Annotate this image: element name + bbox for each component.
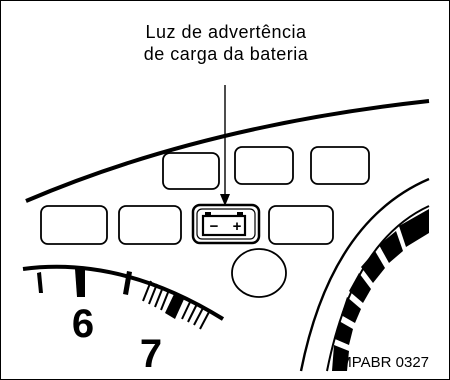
tachometer-ticks [37,269,210,330]
figure-code: MPABR 0327 [339,354,429,371]
battery-warning-icon: − + [201,212,247,237]
indicator-lamp-box [40,205,108,245]
tachometer-number-6: 6 [72,302,94,346]
battery-minus-sign: − [210,218,219,235]
round-indicator-lamp [231,248,287,298]
tachometer-number-7: 7 [140,332,162,376]
indicator-lamp-box [234,146,294,185]
callout-label: Luz de advertência de carga da bateria [1,21,449,65]
tachometer-arc [22,264,225,321]
dashboard-arc [25,99,430,203]
indicator-lamp-box [162,152,220,190]
speedometer-tick-band [332,209,429,371]
indicator-lamp-box [268,205,334,245]
speedometer-outer-arc [299,177,430,372]
leader-arrowhead [220,194,230,206]
battery-plus-sign: + [233,218,242,235]
indicator-lamp-box [310,146,370,185]
callout-line-1: Luz de advertência [145,22,307,42]
battery-warning-lamp: − + [191,203,261,245]
indicator-lamp-box [118,205,182,245]
callout-line-2: de carga da bateria [143,44,309,64]
